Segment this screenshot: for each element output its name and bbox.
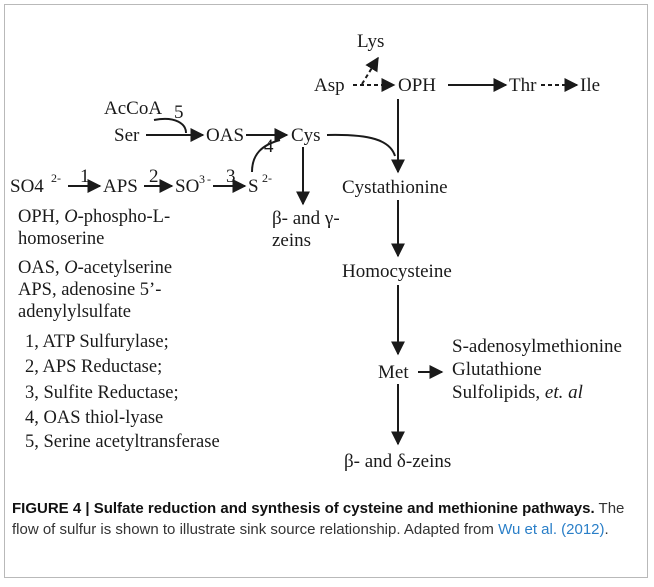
legend-aps-line2: adenylylsulfate — [18, 302, 132, 322]
node-beta-gamma-zeins-1: β- and γ- — [272, 208, 340, 229]
legend-aps-line1: APS, adenosine 5’- — [18, 280, 162, 300]
step-4-label: 4 — [264, 136, 274, 157]
node-cys: Cys — [291, 125, 321, 146]
node-products-1: S-adenosylmethionine — [452, 336, 622, 357]
node-met: Met — [378, 362, 409, 383]
node-so4: SO4 — [10, 176, 44, 197]
caption-text: The flow of sulfur is shown to illustrat… — [12, 500, 625, 538]
legend-oph-post: -phospho-L- — [77, 207, 171, 227]
step-1-label: 1 — [80, 166, 90, 187]
node-products-2: Glutathione — [452, 359, 542, 380]
legend-oph-italic: O — [64, 207, 78, 227]
legend-enzyme-4: 4, OAS thiol-lyase — [25, 408, 164, 428]
figure-frame — [4, 4, 648, 578]
s-charge: 2- — [262, 171, 272, 185]
legend-enzyme-1: 1, ATP Sulfurylase; — [25, 332, 169, 352]
legend-oas: OAS, O-acetylserine — [18, 257, 172, 279]
legend-oas-italic: O — [64, 258, 78, 278]
node-s: S — [248, 176, 259, 197]
products-3-italic: et. al — [545, 382, 583, 403]
node-beta-gamma-zeins-2: zeins — [272, 230, 311, 251]
legend-oas-post: -acetylserine — [77, 258, 173, 278]
node-cystathionine: Cystathionine — [342, 177, 448, 198]
node-accoa: AcCoA — [104, 98, 162, 119]
curve-s-to-cys — [251, 139, 281, 173]
so4-charge: 2- — [51, 171, 61, 185]
node-oas: OAS — [206, 125, 244, 146]
node-lys: Lys — [357, 31, 384, 52]
legend-oph-line2: homoserine — [18, 229, 105, 249]
node-ser: Ser — [114, 125, 140, 146]
step-2-label: 2 — [149, 166, 159, 187]
caption-citation-link[interactable]: Wu et al. (2012) — [498, 521, 605, 538]
legend-enzyme-5: 5, Serine acetyltransferase — [25, 432, 220, 452]
so3-charge: - — [207, 172, 211, 186]
figure-caption: FIGURE 4 | Sulfate reduction and synthes… — [12, 498, 642, 540]
node-asp: Asp — [314, 75, 345, 96]
node-homocysteine: Homocysteine — [342, 261, 452, 282]
arrow-to-lys — [361, 56, 379, 85]
legend-oas-pre: OAS, — [18, 258, 65, 278]
node-ile: Ile — [580, 75, 600, 96]
node-products-3: Sulfolipids, et. al — [452, 382, 583, 403]
node-beta-delta-zeins: β- and δ-zeins — [344, 451, 451, 472]
node-thr: Thr — [509, 75, 537, 96]
legend-enzyme-2: 2, APS Reductase; — [25, 357, 163, 377]
node-aps: APS — [103, 176, 138, 197]
legend-enzyme-3: 3, Sulfite Reductase; — [25, 383, 179, 403]
legend-oph-pre: OPH, — [18, 207, 65, 227]
node-oph: OPH — [398, 75, 436, 96]
curve-cys-cystathionine — [326, 133, 396, 157]
caption-title: FIGURE 4 | Sulfate reduction and synthes… — [12, 500, 595, 517]
products-3-text: Sulfolipids, — [452, 382, 540, 403]
caption-end: . — [604, 521, 609, 538]
so3-subscript: 3 — [199, 172, 205, 186]
node-so3: SO — [175, 176, 199, 197]
curve-accoa — [153, 118, 187, 134]
legend-oph-line1: OPH, O-phospho-L- — [18, 206, 170, 228]
step-5-label: 5 — [174, 102, 184, 123]
step-3-label: 3 — [226, 166, 236, 187]
